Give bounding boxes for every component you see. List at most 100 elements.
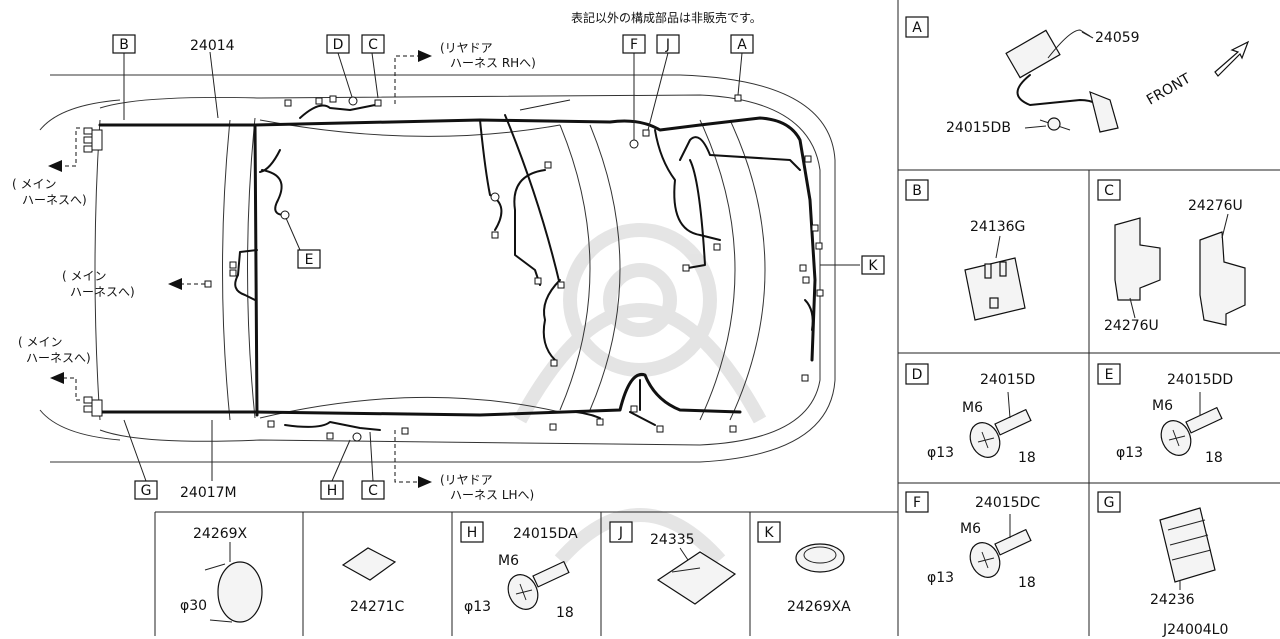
footnote-not-sold: 表記以外の構成部品は非販売です。 bbox=[571, 10, 762, 25]
detail-panel-24269x: 24269X φ30 bbox=[180, 526, 263, 623]
part-label-24276u-top: 24276U bbox=[1188, 198, 1243, 214]
part-label-24015d: 24015D bbox=[980, 372, 1035, 388]
part-label-24017m: 24017M bbox=[180, 485, 237, 501]
callout-c-top: C bbox=[361, 34, 385, 54]
part-label-24015da: 24015DA bbox=[513, 526, 578, 542]
part-label-24059: 24059 bbox=[1095, 30, 1140, 46]
diameter-label-f: φ13 bbox=[927, 570, 954, 586]
callout-d: D bbox=[326, 34, 350, 54]
clip-24136g-drawing bbox=[964, 257, 1026, 321]
svg-text:C: C bbox=[368, 483, 378, 499]
thread-label-d: M6 bbox=[962, 400, 983, 416]
detail-panel-g: G 24236 bbox=[1097, 491, 1216, 608]
arrow-label-main-top-line1: ( メイン bbox=[12, 177, 57, 191]
callout-h: H bbox=[320, 480, 344, 500]
diameter-label-h: φ13 bbox=[464, 599, 491, 615]
svg-text:G: G bbox=[1104, 495, 1115, 511]
part-label-24271c: 24271C bbox=[350, 599, 405, 615]
arrow-label-rear-door-lh-line1: (リヤドア bbox=[440, 473, 493, 487]
part-label-24236: 24236 bbox=[1150, 592, 1195, 608]
svg-text:H: H bbox=[327, 483, 338, 499]
detail-panel-24271c: 24271C bbox=[341, 547, 405, 615]
svg-text:K: K bbox=[868, 258, 878, 274]
part-label-24014: 24014 bbox=[190, 38, 235, 54]
svg-text:F: F bbox=[913, 495, 921, 511]
connectors bbox=[83, 94, 824, 442]
callout-k: K bbox=[861, 255, 885, 275]
arrow-label-rear-door-rh-line2: ハーネス RHへ) bbox=[450, 56, 536, 70]
harness-wires bbox=[98, 103, 817, 431]
arrow-label-rear-door-lh-line2: ハーネス LHへ) bbox=[450, 488, 534, 502]
part-label-24136g: 24136G bbox=[970, 219, 1025, 235]
external-harness-arrows bbox=[48, 50, 432, 488]
callout-f: F bbox=[622, 34, 646, 54]
detail-panel-b: B 24136G bbox=[905, 179, 1026, 321]
svg-text:D: D bbox=[912, 367, 923, 383]
arrow-label-rear-door-rh-line1: (リヤドア bbox=[440, 41, 493, 55]
cap-drawing bbox=[204, 561, 263, 623]
diameter-label-d: φ13 bbox=[927, 445, 954, 461]
detail-panel-j: J 24335 bbox=[609, 521, 737, 605]
length-label-d: 18 bbox=[1018, 450, 1036, 466]
callout-c-bottom: C bbox=[361, 480, 385, 500]
svg-text:E: E bbox=[1105, 367, 1114, 383]
leader-lines bbox=[123, 51, 860, 482]
bolt-e-drawing bbox=[1160, 406, 1223, 456]
part-label-24015dc: 24015DC bbox=[975, 495, 1040, 511]
detail-panel-h: H 24015DA M6 φ13 18 bbox=[460, 521, 578, 621]
svg-text:J: J bbox=[618, 525, 623, 541]
svg-text:A: A bbox=[912, 20, 922, 36]
svg-text:K: K bbox=[764, 525, 774, 541]
svg-text:B: B bbox=[119, 37, 129, 53]
arrow-label-main-top-line2: ハーネスへ) bbox=[22, 193, 87, 207]
part-label-24269xa: 24269XA bbox=[787, 599, 851, 615]
part-label-24335: 24335 bbox=[650, 532, 695, 548]
detail-panel-e: E 24015DD M6 φ13 18 bbox=[1097, 363, 1233, 466]
bolt-h-drawing bbox=[507, 560, 570, 610]
callout-b: B bbox=[112, 34, 136, 54]
arrow-label-main-mid-line2: ハーネスへ) bbox=[70, 285, 135, 299]
length-label-f: 18 bbox=[1018, 575, 1036, 591]
part-label-24015dd: 24015DD bbox=[1167, 372, 1233, 388]
detail-panel-c: C 24276U 24276U bbox=[1097, 179, 1246, 334]
bolt-d-drawing bbox=[969, 408, 1032, 458]
svg-text:F: F bbox=[630, 37, 638, 53]
part-label-24015db: 24015DB bbox=[946, 120, 1011, 136]
length-label-h: 18 bbox=[556, 605, 574, 621]
front-direction-label: FRONT bbox=[1144, 70, 1194, 108]
svg-text:E: E bbox=[305, 252, 314, 268]
part-label-24276u-bottom: 24276U bbox=[1104, 318, 1159, 334]
car-body-outline bbox=[39, 74, 836, 463]
callout-j: J bbox=[656, 34, 680, 54]
grommet-block-drawing bbox=[1159, 507, 1216, 583]
part-label-24269x: 24269X bbox=[193, 526, 248, 542]
drawing-code: J24004L0 bbox=[1162, 622, 1228, 638]
svg-text:C: C bbox=[368, 37, 378, 53]
callout-e: E bbox=[297, 249, 321, 269]
thread-label-h: M6 bbox=[498, 553, 519, 569]
diameter-label-e: φ13 bbox=[1116, 445, 1143, 461]
detail-panel-a: A 24059 24015DB FRONT bbox=[905, 16, 1250, 136]
bracket-drawing bbox=[1114, 217, 1246, 326]
thread-label-f: M6 bbox=[960, 521, 981, 537]
svg-text:D: D bbox=[333, 37, 344, 53]
detail-panel-grid bbox=[154, 0, 1280, 636]
svg-text:B: B bbox=[912, 183, 922, 199]
svg-text:H: H bbox=[467, 525, 478, 541]
svg-text:J: J bbox=[665, 37, 670, 53]
detail-panel-k: K 24269XA bbox=[757, 521, 851, 615]
diameter-label-24269x: φ30 bbox=[180, 598, 207, 614]
arrow-label-main-bottom-line1: ( メイン bbox=[18, 335, 63, 349]
callout-a: A bbox=[730, 34, 754, 54]
front-arrow-icon bbox=[1214, 40, 1250, 77]
svg-text:C: C bbox=[1104, 183, 1114, 199]
arrow-label-main-bottom-line2: ハーネスへ) bbox=[26, 351, 91, 365]
sensor-harness-drawing bbox=[1005, 29, 1119, 133]
length-label-e: 18 bbox=[1205, 450, 1223, 466]
callout-g: G bbox=[134, 480, 158, 500]
detail-panel-f: F 24015DC M6 φ13 18 bbox=[905, 491, 1040, 591]
thread-label-e: M6 bbox=[1152, 398, 1173, 414]
detail-panel-d: D 24015D M6 φ13 18 bbox=[905, 363, 1036, 466]
arrow-label-main-mid-line1: ( メイン bbox=[62, 269, 107, 283]
